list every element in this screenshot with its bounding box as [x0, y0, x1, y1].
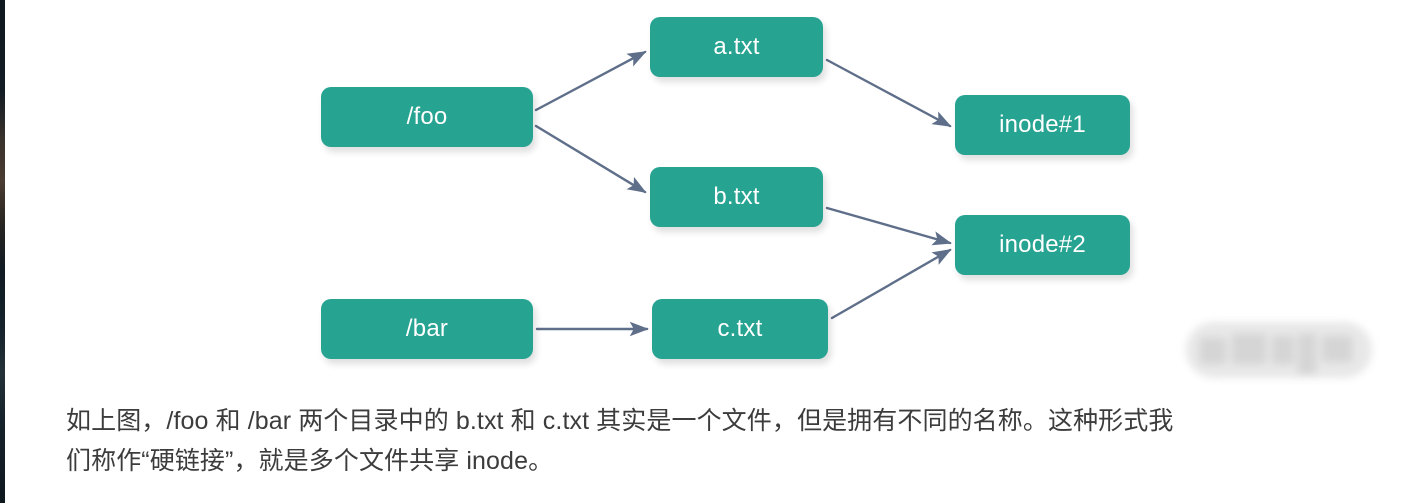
node-a-txt[interactable]: a.txt: [650, 17, 823, 77]
node-c-txt[interactable]: c.txt: [652, 299, 828, 359]
left-edge-strip: [0, 0, 5, 503]
node-foo-label: /foo: [406, 103, 448, 130]
node-foo[interactable]: /foo: [321, 87, 533, 147]
arrow-atxt-inode1: [825, 58, 952, 128]
node-bar-label: /bar: [405, 315, 449, 342]
arrow-foo-btxt: [534, 124, 647, 194]
node-inode-2[interactable]: inode#2: [955, 215, 1130, 275]
arrow-btxt-inode2: [825, 206, 952, 246]
caption-text: 如上图，/foo 和 /bar 两个目录中的 b.txt 和 c.txt 其实是…: [66, 401, 1386, 481]
caption-line-1: 如上图，/foo 和 /bar 两个目录中的 b.txt 和 c.txt 其实是…: [66, 407, 1174, 435]
node-c-txt-label: c.txt: [717, 315, 763, 342]
node-inode-2-label: inode#2: [999, 231, 1086, 258]
node-inode-1[interactable]: inode#1: [955, 95, 1130, 155]
inode-hardlink-diagram: /foo a.txt b.txt /bar c.txt inode#1 inod…: [321, 17, 1372, 378]
arrow-ctxt-inode2: [830, 248, 952, 320]
node-bar[interactable]: /bar: [321, 299, 533, 359]
diagram-arrows-layer: [534, 50, 952, 337]
node-inode-1-label: inode#1: [999, 111, 1086, 138]
watermark-badge: [1186, 322, 1372, 378]
node-a-txt-label: a.txt: [713, 33, 760, 60]
node-b-txt-label: b.txt: [713, 183, 760, 210]
arrow-foo-atxt: [534, 50, 647, 112]
caption-line-2: 们称作“硬链接”，就是多个文件共享 inode。: [66, 447, 554, 475]
node-b-txt[interactable]: b.txt: [650, 167, 823, 227]
